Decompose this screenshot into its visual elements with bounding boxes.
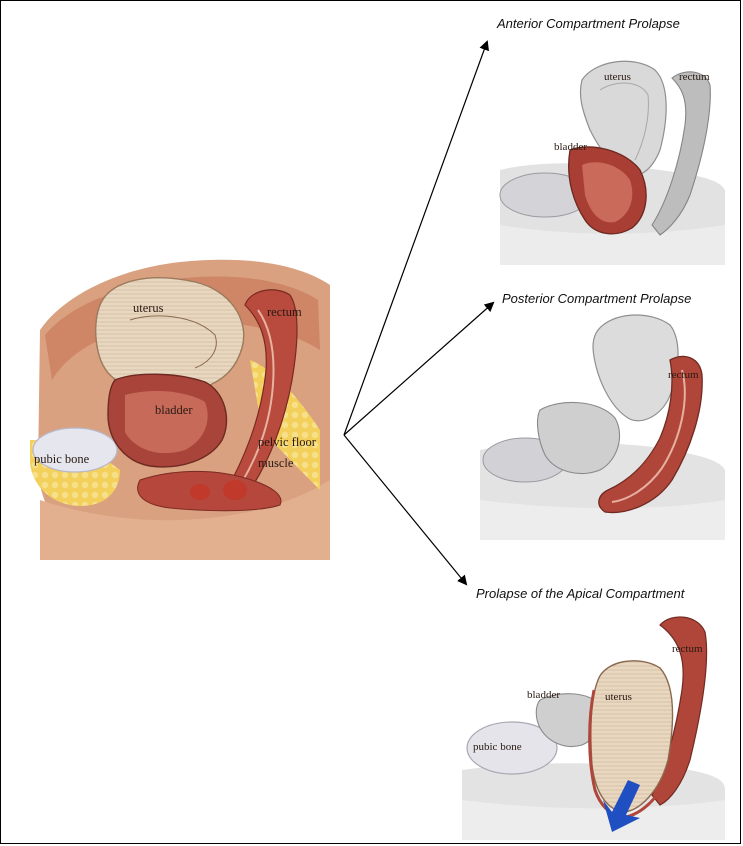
apical-label-uterus: uterus (605, 691, 632, 703)
label-pubic-bone: pubic bone (34, 452, 90, 466)
anterior-label-bladder: bladder (554, 141, 587, 153)
posterior-uterus (593, 315, 678, 421)
apical-prolapse-illustration: rectum bladder uterus pubic bone (462, 617, 725, 840)
anterior-prolapse-illustration: uterus rectum bladder (500, 61, 725, 265)
label-rectum: rectum (267, 305, 302, 319)
label-pelvic-floor: pelvic floor (258, 435, 317, 449)
caption-apical: Prolapse of the Apical Compartment (476, 586, 686, 601)
posterior-label-rectum: rectum (668, 369, 699, 381)
label-uterus: uterus (133, 301, 164, 315)
apical-label-pubic-bone: pubic bone (473, 741, 522, 753)
apical-label-bladder: bladder (527, 689, 560, 701)
label-pelvic-floor-muscle: muscle (258, 456, 294, 470)
apical-label-rectum: rectum (672, 643, 703, 655)
anterior-label-uterus: uterus (604, 71, 631, 83)
arrow-to-posterior (344, 303, 493, 435)
arrows (344, 42, 493, 584)
label-bladder: bladder (155, 403, 193, 417)
main-anatomy-illustration: uterus rectum bladder pubic bone pelvic … (30, 260, 330, 560)
arrow-to-apical (344, 435, 466, 584)
anterior-label-rectum: rectum (679, 71, 710, 83)
posterior-prolapse-illustration: rectum (480, 315, 725, 540)
caption-anterior: Anterior Compartment Prolapse (496, 16, 680, 31)
arrow-to-anterior (344, 42, 487, 435)
caption-posterior: Posterior Compartment Prolapse (502, 291, 691, 306)
